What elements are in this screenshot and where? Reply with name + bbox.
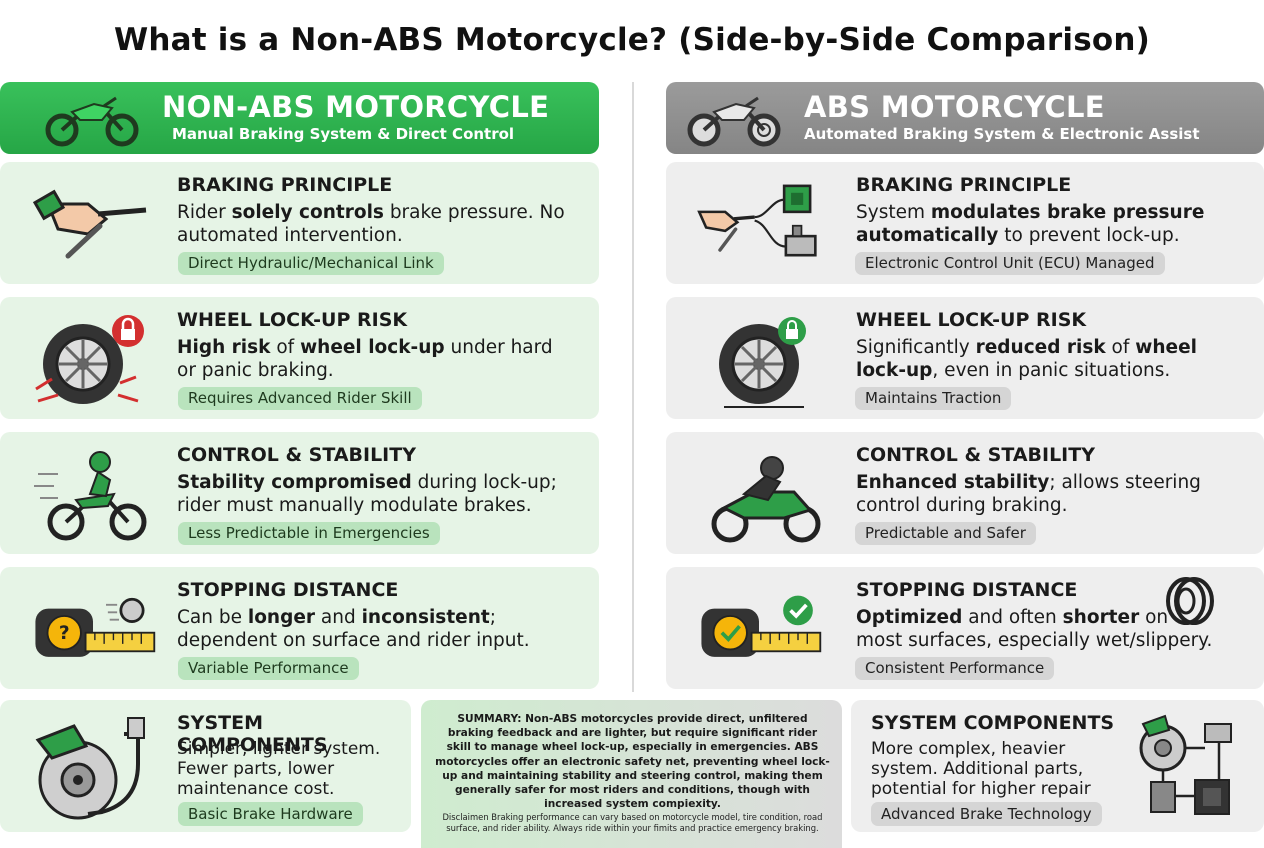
card-body-segment: Enhanced stability <box>856 472 1050 493</box>
left-components-card: SYSTEM COMPONENTS Simpler, lighter syste… <box>0 700 411 832</box>
motorcycle-icon <box>45 96 139 147</box>
summary-text: SUMMARY: Non-ABS motorcycles provide dir… <box>435 713 830 811</box>
card-title: STOPPING DISTANCE <box>177 579 399 601</box>
card-tag: Less Predictable in Emergencies <box>178 522 440 545</box>
card-title: BRAKING PRINCIPLE <box>177 174 393 196</box>
card-title: CONTROL & STABILITY <box>177 444 416 466</box>
card-body-segment: Can be <box>177 607 248 628</box>
card-body-segment: and often <box>962 607 1063 628</box>
card-body-segment: Rider <box>177 202 232 223</box>
card-body: Significantly reduced risk of wheel lock… <box>856 336 1216 382</box>
header-title: NON-ABS MOTORCYCLE <box>162 90 550 124</box>
card-body: Simpler, lighter system. Fewer parts, lo… <box>177 739 381 799</box>
card-body-segment: longer <box>247 607 316 628</box>
abs-header: ABS MOTORCYCLE Automated Braking System … <box>666 82 1264 154</box>
svg-text:?: ? <box>59 623 70 644</box>
card-title: SYSTEM COMPONENTS <box>177 712 328 756</box>
card-body-segment: , even in panic situations. <box>932 360 1171 381</box>
card-tag: Direct Hydraulic/Mechanical Link <box>178 252 444 275</box>
card-body-segment: Optimized <box>856 607 963 628</box>
card-body-segment: Significantly <box>856 337 976 358</box>
card-tag: Predictable and Safer <box>855 522 1036 545</box>
card-body-segment: ; dependent on surface and rider input. <box>177 607 530 651</box>
dirt-bike-rider-icon <box>34 451 147 541</box>
card-body-segment: ; allows steering control during braking… <box>856 472 1201 516</box>
center-divider <box>632 82 634 692</box>
card-body-segment: of <box>1105 337 1136 358</box>
card-body-segment: under hard or panic braking. <box>177 337 553 381</box>
header-title: ABS MOTORCYCLE <box>804 90 1105 124</box>
card-body: Can be longer and inconsistent; dependen… <box>177 606 577 652</box>
right-card-control: CONTROL & STABILITY Enhanced stability; … <box>666 432 1264 554</box>
card-body: System modulates brake pressure automati… <box>856 201 1216 247</box>
right-card-stopping: STOPPING DISTANCE Optimized and often sh… <box>666 567 1264 689</box>
summary-panel: SUMMARY: Non-ABS motorcycles provide dir… <box>421 700 842 848</box>
card-body-segment: during lock-up; rider must manually modu… <box>177 472 557 516</box>
card-body: More complex, heavier system. Additional… <box>871 739 1091 819</box>
card-body-segment: solely controls <box>231 202 384 223</box>
abs-motorcycle-icon <box>687 96 781 147</box>
locked-wheel-icon <box>35 315 144 404</box>
card-body-segment: inconsistent <box>361 607 490 628</box>
left-card-lockup: WHEEL LOCK-UP RISK High risk of wheel lo… <box>0 297 599 419</box>
card-body-segment: System <box>856 202 931 223</box>
card-body-segment: Stability compromised <box>177 472 412 493</box>
card-body-segment: on most surfaces, especially wet/slipper… <box>856 607 1213 651</box>
card-title: CONTROL & STABILITY <box>856 444 1095 466</box>
card-tag: Requires Advanced Rider Skill <box>178 387 422 410</box>
card-body-segment: wheel lock-up <box>300 337 445 358</box>
page-title: What is a Non-ABS Motorcycle? (Side-by-S… <box>113 22 1150 58</box>
card-body-segment: wheel lock-up <box>856 337 1197 381</box>
right-card-braking: BRAKING PRINCIPLE System modulates brake… <box>666 162 1264 284</box>
card-body-segment: of <box>270 337 301 358</box>
card-body-segment: shorter <box>1062 607 1140 628</box>
tire-icon <box>1166 577 1214 625</box>
card-body: Rider solely controls brake pressure. No… <box>177 201 577 247</box>
card-tag: Consistent Performance <box>855 657 1055 680</box>
card-body: Enhanced stability; allows steering cont… <box>856 471 1216 517</box>
card-tag: Variable Performance <box>178 657 359 680</box>
card-title: WHEEL LOCK-UP RISK <box>177 309 408 331</box>
disclaimer-text: Disclaimen Braking performance can vary … <box>442 812 823 833</box>
header-subtitle: Automated Braking System & Electronic As… <box>804 125 1200 143</box>
sport-bike-rider-icon <box>711 456 821 543</box>
brake-disc-icon <box>35 717 145 820</box>
card-body: High risk of wheel lock-up under hard or… <box>177 336 577 382</box>
card-body-segment: to prevent lock-up. <box>998 225 1180 246</box>
non-abs-header: NON-ABS MOTORCYCLE Manual Braking System… <box>0 82 599 154</box>
card-tag: Basic Brake Hardware <box>178 802 363 826</box>
left-card-braking: BRAKING PRINCIPLE Rider solely controls … <box>0 162 599 284</box>
right-components-card: SYSTEM COMPONENTS More complex, heavier … <box>851 700 1264 832</box>
card-title: WHEEL LOCK-UP RISK <box>856 309 1087 331</box>
ecu-brake-icon <box>697 184 817 257</box>
card-tag: Advanced Brake Technology <box>871 802 1102 826</box>
card-body-segment: and <box>315 607 362 628</box>
card-body-segment: modulates brake pressure automatically <box>856 202 1205 246</box>
card-title: SYSTEM COMPONENTS <box>871 712 1115 734</box>
right-card-lockup: WHEEL LOCK-UP RISK Significantly reduced… <box>666 297 1264 419</box>
card-body: Optimized and often shorter on most surf… <box>856 606 1216 652</box>
tape-measure-check-icon <box>701 595 822 657</box>
tape-measure-question-icon: ? <box>35 597 156 657</box>
abs-system-icon <box>1139 714 1232 815</box>
hand-brake-lever-icon <box>32 189 147 259</box>
card-body-segment: brake pressure. No automated interventio… <box>177 202 565 246</box>
left-card-stopping: ? STOPPING DISTANCE Can be longer and in… <box>0 567 599 689</box>
card-title: STOPPING DISTANCE <box>856 579 1078 601</box>
card-body-segment: reduced risk <box>975 337 1106 358</box>
left-card-control: CONTROL & STABILITY Stability compromise… <box>0 432 599 554</box>
card-body: Stability compromised during lock-up; ri… <box>177 471 577 517</box>
card-tag: Electronic Control Unit (ECU) Managed <box>855 252 1165 275</box>
card-body-segment: High risk <box>177 337 271 358</box>
card-tag: Maintains Traction <box>855 387 1012 410</box>
card-title: BRAKING PRINCIPLE <box>856 174 1072 196</box>
unlocked-wheel-icon <box>719 317 806 408</box>
header-subtitle: Manual Braking System & Direct Control <box>172 125 515 143</box>
